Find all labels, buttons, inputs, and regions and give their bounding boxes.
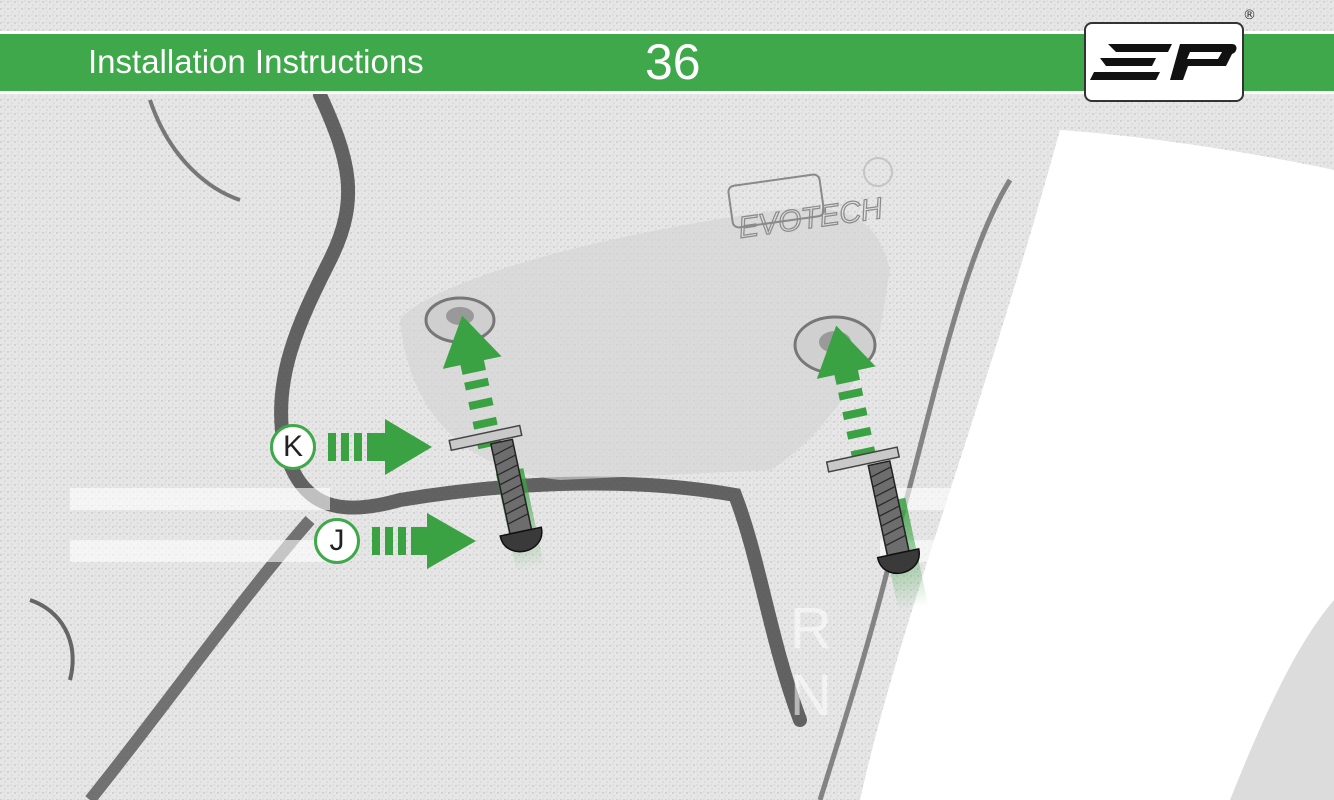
page-number: 36 bbox=[645, 34, 701, 90]
registered-mark: ® bbox=[1243, 8, 1256, 23]
callout-j: J bbox=[314, 518, 360, 564]
callout-k: K bbox=[270, 424, 316, 470]
ep-logo-icon bbox=[1086, 24, 1242, 100]
watermark-subtitle: R M A N C E bbox=[790, 595, 1334, 729]
page-title: Installation Instructions bbox=[88, 40, 424, 84]
ep-logo bbox=[1084, 22, 1244, 102]
